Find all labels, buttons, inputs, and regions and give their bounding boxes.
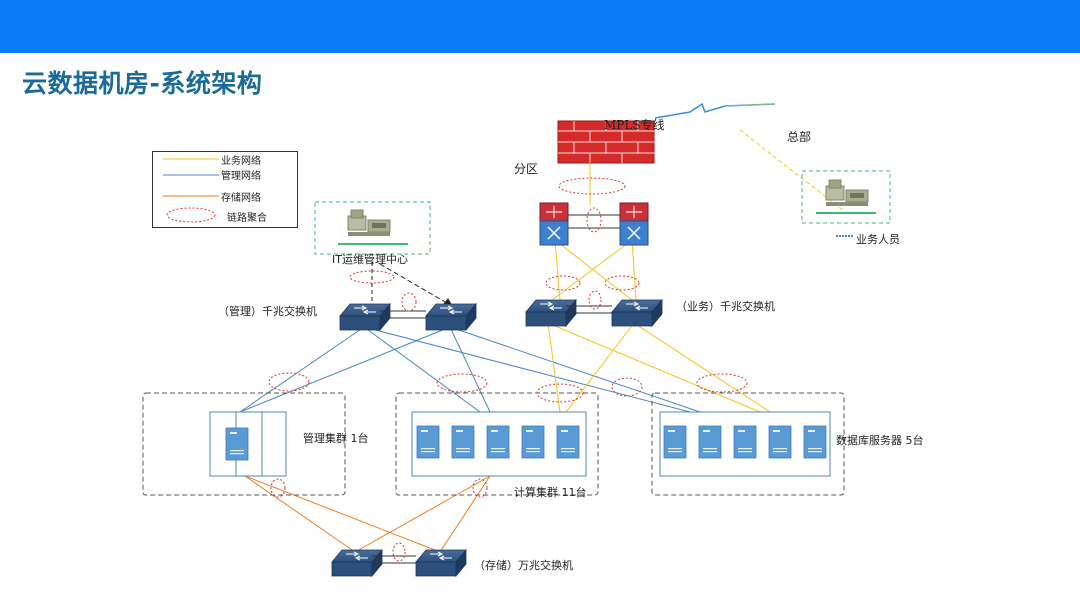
business-staff-label: 业务人员 bbox=[856, 233, 900, 246]
legend-storage-label: 存储网络 bbox=[221, 193, 261, 204]
compute-cluster-box bbox=[395, 392, 599, 496]
server-icon bbox=[803, 425, 827, 459]
db-cluster-box bbox=[651, 392, 845, 496]
core-switch-left-icon bbox=[539, 202, 569, 246]
legend-aggregation-ellipse bbox=[166, 207, 216, 223]
server-icon bbox=[556, 425, 580, 459]
legend-aggregation-label: 链路聚合 bbox=[227, 213, 267, 224]
server-icon bbox=[698, 425, 722, 459]
biz-switch-right-icon bbox=[611, 299, 663, 327]
storage-switch-label: （存储）万兆交换机 bbox=[474, 559, 573, 572]
management-links bbox=[239, 326, 701, 413]
compute-cluster-label: 计算集群 11台 bbox=[514, 486, 587, 499]
hq-label: 总部 bbox=[787, 130, 812, 144]
server-icon bbox=[663, 425, 687, 459]
header-bar bbox=[0, 0, 1080, 53]
server-icon bbox=[733, 425, 757, 459]
server-icon bbox=[416, 425, 440, 459]
it-center-workstation-icon bbox=[347, 209, 391, 237]
branch-label: 分区 bbox=[514, 162, 539, 176]
core-switch-right-icon bbox=[619, 202, 649, 246]
it-center-links bbox=[371, 262, 454, 307]
business-links bbox=[547, 129, 849, 413]
storage-switch-right-icon bbox=[415, 549, 467, 577]
mgmt-switch-left-icon bbox=[339, 303, 391, 331]
mgmt-cluster-box bbox=[142, 392, 346, 496]
server-icon bbox=[768, 425, 792, 459]
server-icon bbox=[521, 425, 545, 459]
db-server-frame bbox=[659, 411, 831, 477]
hq-box bbox=[801, 170, 891, 224]
legend: 业务网络 管理网络 存储网络 链路聚合 bbox=[152, 151, 298, 228]
db-servers-label: 数据库服务器 5台 bbox=[836, 434, 924, 447]
server-icon bbox=[225, 427, 249, 461]
server-icon bbox=[486, 425, 510, 459]
hq-workstation-icon bbox=[825, 179, 869, 207]
mpls-link bbox=[654, 102, 776, 119]
firewall-icon bbox=[557, 120, 655, 164]
compute-server-frame bbox=[411, 411, 587, 477]
mgmt-server-frame bbox=[209, 411, 287, 477]
mgmt-cluster-label: 管理集群 1台 bbox=[303, 432, 369, 445]
page-title: 云数据机房-系统架构 bbox=[22, 69, 263, 98]
legend-business-label: 业务网络 bbox=[221, 156, 261, 167]
link-aggregation-markers bbox=[268, 177, 748, 562]
mgmt-switch-label: （管理）千兆交换机 bbox=[218, 305, 317, 318]
it-center-box bbox=[314, 201, 431, 255]
legend-management-label: 管理网络 bbox=[221, 171, 261, 182]
server-icon bbox=[451, 425, 475, 459]
mgmt-switch-right-icon bbox=[425, 303, 477, 331]
storage-links bbox=[244, 475, 491, 553]
it-center-label: IT运维管理中心 bbox=[332, 253, 408, 266]
biz-switch-label: （业务）千兆交换机 bbox=[676, 300, 775, 313]
mpls-label: MPLS专线 bbox=[604, 118, 665, 132]
